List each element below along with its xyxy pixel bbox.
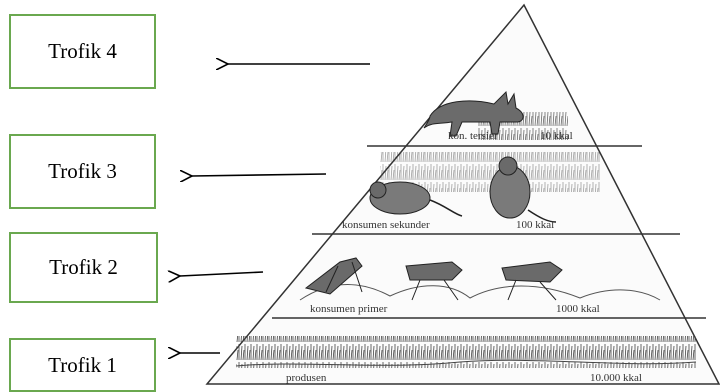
level-1-name: produsen [286,372,327,384]
arrow-trofik-2 [180,272,263,276]
level-2-energy: 1000 kkal [556,303,600,315]
level-3-name: konsumen sekunder [342,219,430,231]
level-1-energy: 10.000 kkal [590,372,642,384]
plants-illustration [236,336,696,368]
arrow-trofik-3 [192,174,326,176]
level-2-name: konsumen primer [310,303,388,315]
level-3-energy: 100 kkal [516,219,554,231]
pyramid-outline [207,5,719,384]
level-4-energy: 10 kkal [540,130,573,142]
level-4-name: kon. tersier [448,130,498,142]
